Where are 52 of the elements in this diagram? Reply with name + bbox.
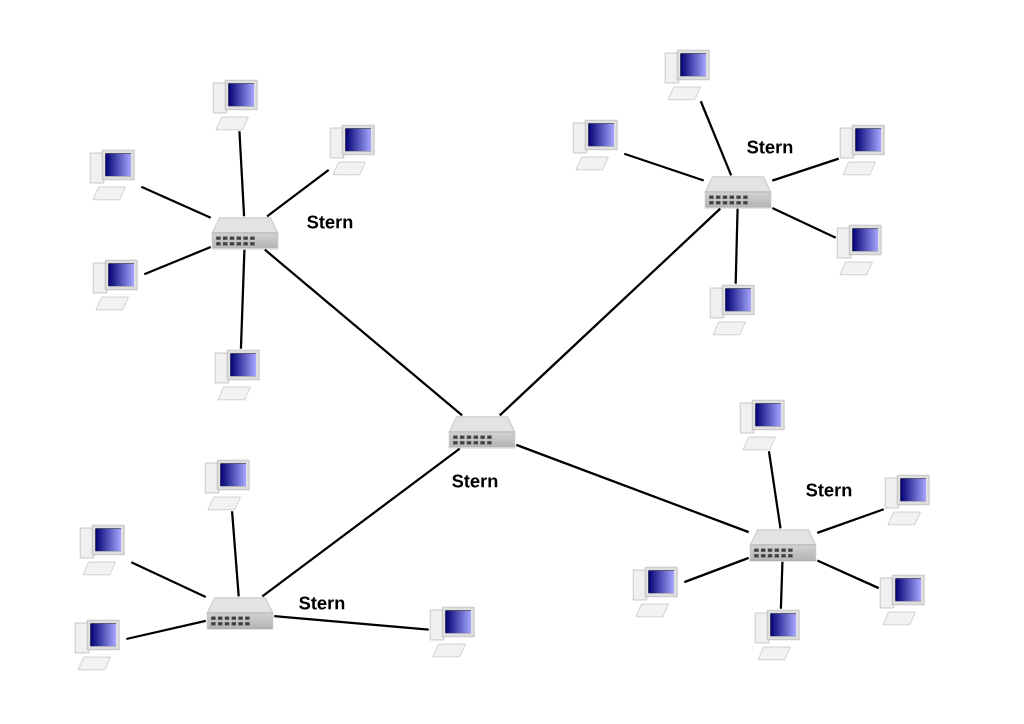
cable-line — [499, 207, 721, 417]
computer-icon — [572, 119, 618, 171]
computer-icon — [92, 259, 138, 311]
cable-line — [779, 561, 784, 609]
cable-line — [266, 168, 330, 218]
switch-icon — [704, 176, 772, 209]
switch-label: Stern — [452, 474, 498, 488]
switch-icon — [211, 217, 279, 250]
computer-icon — [884, 474, 930, 526]
computer-icon — [632, 566, 678, 618]
computer-icon — [214, 349, 260, 401]
computer-icon — [836, 224, 882, 276]
computer-icon — [212, 79, 258, 131]
cable-line — [274, 614, 429, 631]
cable-line — [771, 157, 840, 182]
cable-line — [816, 508, 885, 534]
cable-line — [126, 619, 206, 641]
cable-line — [261, 447, 461, 598]
cable-line — [515, 443, 750, 534]
switch-icon — [206, 597, 274, 630]
computer-icon — [79, 524, 125, 576]
cable-line — [238, 131, 246, 217]
cable-line — [816, 559, 880, 590]
switch-label: Stern — [299, 596, 345, 610]
cable-line — [264, 248, 463, 417]
computer-icon — [329, 124, 375, 176]
cable-line — [230, 511, 240, 597]
computer-icon — [89, 149, 135, 201]
computer-icon — [839, 124, 885, 176]
computer-icon — [204, 459, 250, 511]
cable-line — [239, 249, 246, 349]
computer-icon — [664, 49, 710, 101]
switch-label: Stern — [747, 140, 793, 154]
cable-line — [767, 451, 782, 529]
computer-icon — [739, 399, 785, 451]
computer-icon — [879, 574, 925, 626]
switch-icon — [448, 416, 516, 449]
switch-label: Stern — [307, 215, 353, 229]
cable-line — [771, 207, 837, 239]
cable-line — [683, 556, 750, 584]
cable-line — [734, 208, 739, 284]
cable-line — [699, 100, 733, 176]
cable-line — [143, 245, 212, 276]
computer-icon — [754, 609, 800, 661]
cable-line — [130, 561, 207, 598]
cable-line — [140, 185, 212, 219]
cable-line — [623, 152, 705, 182]
switch-label: Stern — [806, 483, 852, 497]
computer-icon — [709, 284, 755, 336]
computer-icon — [429, 606, 475, 658]
switch-icon — [749, 529, 817, 562]
computer-icon — [74, 619, 120, 671]
